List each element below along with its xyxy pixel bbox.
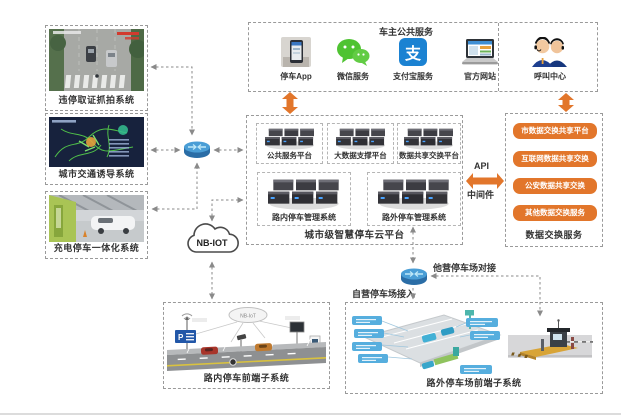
middleware-label: 中间件 [467, 190, 495, 200]
module-label: 大数据支撑平台 [334, 151, 387, 160]
router-icon [399, 265, 429, 287]
small-cloud-label: NB-IoT [240, 314, 256, 320]
nbiot-cloud: NB-IOT [182, 222, 244, 260]
flow-arrow-call-exchange [558, 93, 574, 112]
module-onstreet-mgmt: 路内停车管理系统 [257, 172, 351, 226]
traffic-guidance-label: 城市交通诱导系统 [58, 169, 135, 179]
service-alipay: 支 支付宝服务 [385, 36, 441, 82]
onstreet-frontend-box: NB-IoT P [163, 302, 330, 389]
exchange-item-city: 市数据交换共享平台 [513, 123, 597, 139]
module-label: 公共服务平台 [267, 151, 312, 160]
nbiot-label: NB-IOT [197, 238, 228, 248]
module-label: 路外停车管理系统 [382, 213, 446, 222]
traffic-map-photo [49, 117, 144, 167]
image-bottom-edge [0, 413, 621, 415]
offstreet-frontend-label: 路外停车场前端子系统 [426, 378, 522, 388]
module-public-service-platform: 公共服务平台 [256, 123, 323, 164]
data-exchange-box: 市数据交换共享平台 互联网数据共享交换 公安数据共享交换 其他数据交换服务 数据… [505, 113, 603, 247]
charging-parking-box: 充电停车一体化系统 [45, 191, 148, 259]
flow-arrow-app-platform [282, 92, 298, 114]
call-center-label: 呼叫中心 [534, 72, 566, 81]
exchange-item-police: 公安数据共享交换 [513, 178, 597, 194]
illegal-parking-capture-label: 违停取证抓拍系统 [58, 95, 135, 105]
server-stack-icon [328, 126, 393, 150]
illegal-parking-capture-box: 违停取证抓拍系统 [45, 25, 148, 111]
wechat-icon [325, 36, 381, 68]
offstreet-frontend-box: 路外停车场前端子系统 [345, 302, 603, 394]
street-intersection-photo [49, 29, 144, 91]
p-sign: P [178, 333, 184, 342]
alipay-label: 支付宝服务 [393, 72, 433, 81]
data-exchange-title: 数据交换服务 [525, 230, 583, 240]
car-red [200, 346, 219, 355]
exchange-item-internet: 互联网数据共享交换 [513, 151, 597, 167]
traffic-guidance-box: 城市交通诱导系统 [45, 113, 148, 185]
module-label: 路内停车管理系统 [272, 213, 336, 222]
service-parking-app: 停车App [267, 36, 325, 82]
alipay-glyph: 支 [404, 46, 421, 63]
owner-services-title: 车主公共服务 [379, 27, 434, 37]
services-divider [498, 23, 499, 91]
service-wechat: 微信服务 [325, 36, 381, 82]
other-operated-access-label: 他营停车场对接 [433, 263, 497, 273]
self-operated-access-label: 自营停车场接入 [352, 289, 416, 299]
server-stack-icon [368, 175, 460, 211]
charging-garage-photo [49, 195, 144, 242]
onstreet-illustration: NB-IoT P [167, 306, 326, 374]
charging-parking-label: 充电停车一体化系统 [53, 243, 140, 253]
website-label: 官方网站 [464, 72, 496, 81]
alipay-icon: 支 [385, 36, 441, 68]
parking-lot-illustration [352, 307, 502, 379]
cloud-platform-title: 城市级智慧停车云平台 [304, 230, 405, 241]
cloud-platform-box: 公共服务平台 大数据支撑平台 数据共享交换平台 路内停车管理系统 路外停车管理系… [246, 115, 463, 245]
owner-services-box: 车主公共服务 停车App [248, 22, 598, 92]
exchange-item-other: 其他数据交换服务 [513, 205, 597, 221]
service-call-center: 呼叫中心 [521, 36, 579, 82]
module-big-data-platform: 大数据支撑平台 [327, 123, 394, 164]
server-stack-icon [257, 126, 322, 150]
car-orange [254, 343, 273, 352]
parking-app-icon [267, 36, 325, 68]
server-stack-icon [258, 175, 350, 211]
flow-arrow-api-middleware [466, 173, 504, 189]
router-icon [182, 138, 212, 160]
module-offstreet-mgmt: 路外停车管理系统 [367, 172, 461, 226]
service-website: 官方网站 [451, 36, 509, 82]
parking-app-label: 停车App [280, 72, 312, 81]
call-center-icon [521, 36, 579, 68]
onstreet-frontend-label: 路内停车前端子系统 [203, 373, 290, 383]
module-data-sharing-platform: 数据共享交换平台 [397, 123, 461, 164]
server-stack-icon [398, 126, 460, 150]
toll-gate-illustration [504, 319, 596, 365]
wechat-label: 微信服务 [337, 72, 369, 81]
api-label: API [474, 161, 490, 171]
module-label: 数据共享交换平台 [399, 151, 459, 160]
website-icon [451, 36, 509, 68]
